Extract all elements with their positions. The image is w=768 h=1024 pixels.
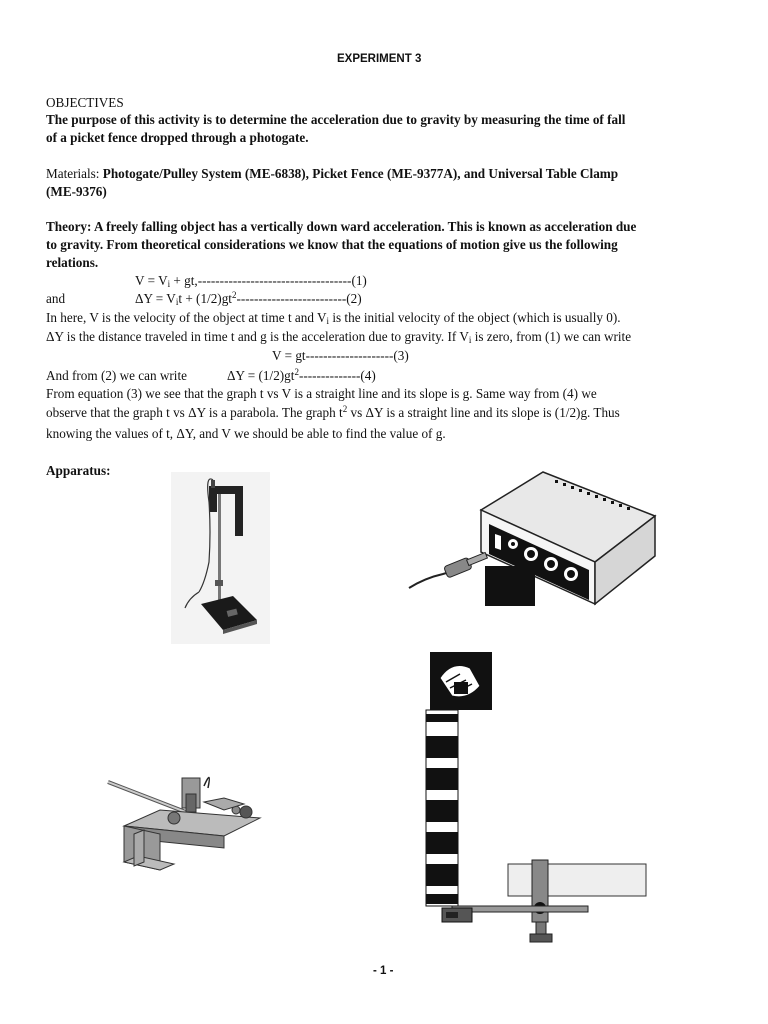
equation-4: ΔY = (1/2)gt2--------------(4) [227, 367, 376, 384]
apparatus-heading: Apparatus: [46, 463, 111, 478]
objectives-line-1: The purpose of this activity is to deter… [46, 112, 626, 127]
objectives-heading: OBJECTIVES [46, 95, 124, 110]
explanation-line-2: ΔY is the distance traveled in time t an… [46, 329, 632, 345]
equation-3: V = gt--------------------(3) [272, 348, 409, 363]
explanation-line-5: From equation (3) we see that the graph … [46, 386, 597, 401]
materials-line-1: Materials: Photogate/Pulley System (ME-6… [46, 165, 618, 183]
explanation-line-1: In here, V is the velocity of the object… [46, 310, 621, 326]
picket-fence-figure [425, 652, 647, 943]
equation-1: V = Vi + gt,----------------------------… [135, 273, 367, 289]
theory-line-2: to gravity. From theoretical considerati… [46, 237, 618, 252]
photogate-stand-figure [171, 472, 270, 644]
page-title: EXPERIMENT 3 [337, 53, 422, 65]
materials-text-1: Photogate/Pulley System (ME-6838), Picke… [102, 166, 619, 181]
explanation-line-4: And from (2) we can write [46, 368, 187, 383]
explanation-line-6: observe that the graph t vs ΔY is a para… [46, 404, 620, 421]
materials-line-2: (ME-9376) [46, 184, 107, 199]
objectives-line-2: of a picket fence dropped through a phot… [46, 130, 309, 145]
equation-2: ΔY = Vit + (1/2)gt2---------------------… [135, 290, 362, 307]
page-number: - 1 - [373, 965, 394, 977]
materials-label: Materials: [46, 166, 100, 181]
photogate-head-figure [107, 776, 262, 871]
equation-2-lead: and [46, 291, 66, 306]
theory-line-1: Theory: A freely falling object has a ve… [46, 219, 637, 234]
theory-line-3: relations. [46, 255, 99, 270]
interface-box-figure [408, 471, 657, 606]
explanation-line-7: knowing the values of t, ΔY, and V we sh… [46, 426, 446, 441]
